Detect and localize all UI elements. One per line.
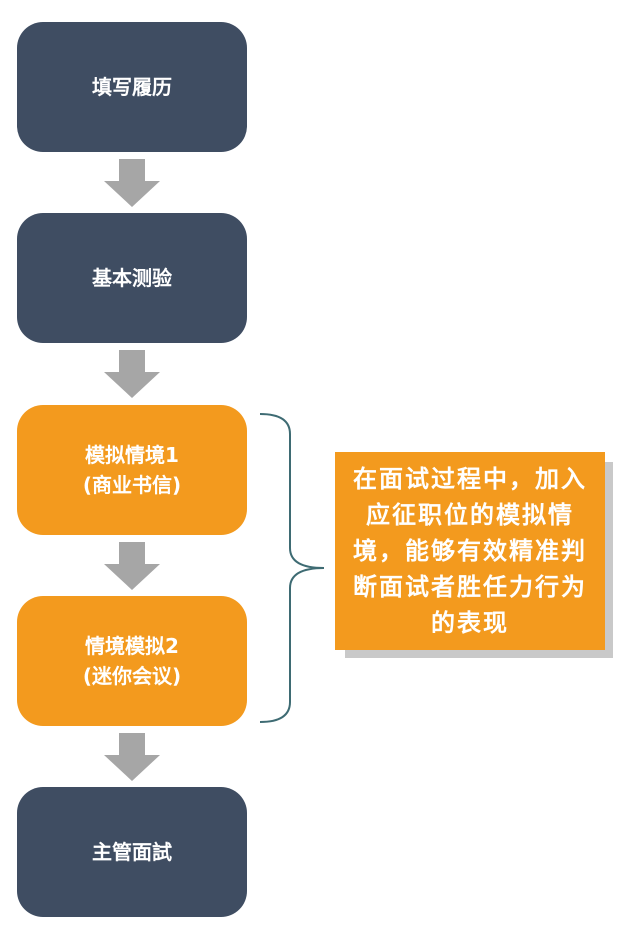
step-label: 情境模拟2	[85, 634, 179, 658]
step-manager-interview: 主管面試	[17, 787, 247, 917]
step-sublabel: (商业书信)	[82, 473, 182, 497]
step-simulation-2: 情境模拟2 (迷你会议)	[17, 596, 247, 726]
step-label: 模拟情境1	[85, 443, 179, 467]
step-sublabel: (迷你会议)	[82, 664, 182, 688]
curly-brace-icon	[259, 413, 325, 723]
down-arrow-icon	[104, 733, 160, 781]
step-label: 填写履历	[92, 75, 172, 99]
step-label: 主管面試	[92, 840, 172, 864]
step-basic-test: 基本测验	[17, 213, 247, 343]
note-text: 在面试过程中，加入应征职位的模拟情境，能够有效精准判断面试者胜任力行为的表现	[353, 465, 587, 637]
down-arrow-icon	[104, 159, 160, 207]
step-label: 基本测验	[92, 266, 172, 290]
down-arrow-icon	[104, 542, 160, 590]
down-arrow-icon	[104, 350, 160, 398]
note-box: 在面试过程中，加入应征职位的模拟情境，能够有效精准判断面试者胜任力行为的表现	[335, 452, 605, 650]
step-simulation-1: 模拟情境1 (商业书信)	[17, 405, 247, 535]
step-fill-resume: 填写履历	[17, 22, 247, 152]
